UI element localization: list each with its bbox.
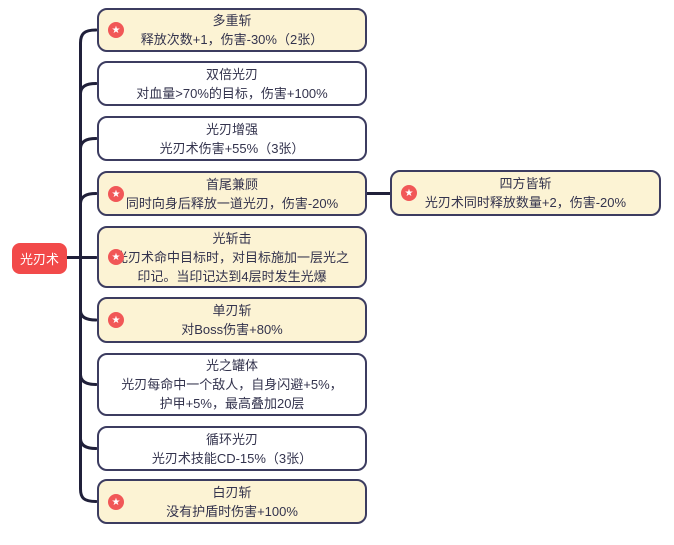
star-badge-icon: ★	[108, 185, 124, 202]
node-text: 循环光刃 光刃术技能CD-15%（3张）	[99, 428, 365, 470]
node-title: 循环光刃	[205, 431, 258, 447]
node-text: 双倍光刃 对血量>70%的目标，伤害+100%	[99, 63, 365, 105]
node-title: 光之罐体	[205, 358, 258, 373]
branch-connector	[79, 373, 98, 386]
node-title: 光刃增强	[205, 121, 258, 137]
branch-connector	[79, 137, 98, 150]
skill-node-bairenzhan[interactable]: ★ 白刃斩 没有护盾时伤害+100%	[97, 479, 367, 524]
node-title: 单刃斩	[212, 303, 252, 318]
node-text: 首尾兼顾 同时向身后释放一道光刃，伤害-20%	[99, 173, 365, 215]
node-text: 多重斩 释放次数+1，伤害-30%（2张）	[99, 9, 365, 51]
node-text: 白刃斩 没有护盾时伤害+100%	[99, 481, 365, 523]
node-title: 光斩击	[212, 230, 252, 246]
branch-connector	[79, 82, 98, 95]
node-text: 四方皆斩 光刃术同时释放数量+2，伤害-20%	[392, 172, 659, 214]
node-title: 四方皆斩	[499, 176, 552, 191]
node-text: 光之罐体 光刃每命中一个敌人，自身闪避+5%，护甲+5%，最高叠加20层	[99, 354, 365, 415]
star-badge-icon: ★	[108, 312, 124, 328]
node-desc: 光刃术命中目标时，对目标施加一层光之印记。当印记达到4层时发生光爆	[115, 249, 350, 284]
skill-node-shuangbeiguangren[interactable]: 双倍光刃 对血量>70%的目标，伤害+100%	[97, 61, 367, 106]
skill-node-shouweijiangu[interactable]: ★ 首尾兼顾 同时向身后释放一道光刃，伤害-20%	[97, 171, 367, 216]
node-title: 双倍光刃	[205, 66, 258, 82]
star-badge-icon: ★	[401, 185, 417, 201]
node-text: 光斩击 光刃术命中目标时，对目标施加一层光之印记。当印记达到4层时发生光爆	[99, 227, 365, 288]
node-desc: 光刃术技能CD-15%（3张）	[151, 450, 313, 466]
node-desc: 释放次数+1，伤害-30%（2张）	[140, 32, 324, 47]
branch-connector	[79, 309, 98, 322]
node-title: 首尾兼顾	[205, 176, 258, 192]
node-text: 单刃斩 对Boss伤害+80%	[99, 299, 365, 341]
node-text: 光刃增强 光刃术伤害+55%（3张）	[99, 118, 365, 160]
star-badge-icon: ★	[108, 249, 124, 265]
root-node-label: 光刃术	[19, 252, 59, 267]
node-desc: 同时向身后释放一道光刃，伤害-20%	[125, 195, 339, 211]
node-desc: 对血量>70%的目标，伤害+100%	[136, 85, 328, 101]
skill-node-guangzhiguanti[interactable]: 光之罐体 光刃每命中一个敌人，自身闪避+5%，护甲+5%，最高叠加20层	[97, 353, 367, 416]
star-badge-icon: ★	[108, 22, 124, 38]
skill-node-guangrenzengqiang[interactable]: 光刃增强 光刃术伤害+55%（3张）	[97, 116, 367, 161]
skill-node-guangzhanji[interactable]: ★ 光斩击 光刃术命中目标时，对目标施加一层光之印记。当印记达到4层时发生光爆	[97, 226, 367, 288]
root-node[interactable]: 光刃术	[12, 243, 67, 274]
branch-connector	[79, 192, 98, 205]
node-desc: 光刃每命中一个敌人，自身闪避+5%，护甲+5%，最高叠加20层	[121, 377, 343, 411]
skill-node-duochongzhan[interactable]: ★ 多重斩 释放次数+1，伤害-30%（2张）	[97, 8, 367, 52]
node-desc: 光刃术同时释放数量+2，伤害-20%	[424, 195, 627, 210]
trunk-connector	[79, 28, 98, 503]
node-title: 白刃斩	[212, 484, 252, 500]
branch-connector	[79, 437, 98, 450]
node-desc: 光刃术伤害+55%（3张）	[159, 140, 305, 156]
node-desc: 没有护盾时伤害+100%	[166, 503, 298, 519]
skill-node-xunhuanguangren[interactable]: 循环光刃 光刃术技能CD-15%（3张）	[97, 426, 367, 471]
node-desc: 对Boss伤害+80%	[181, 322, 283, 337]
skill-node-sifangjiezhan[interactable]: ★ 四方皆斩 光刃术同时释放数量+2，伤害-20%	[390, 170, 661, 216]
star-badge-icon: ★	[108, 493, 124, 510]
skill-node-danrenzhan[interactable]: ★ 单刃斩 对Boss伤害+80%	[97, 297, 367, 343]
node-title: 多重斩	[212, 13, 252, 28]
